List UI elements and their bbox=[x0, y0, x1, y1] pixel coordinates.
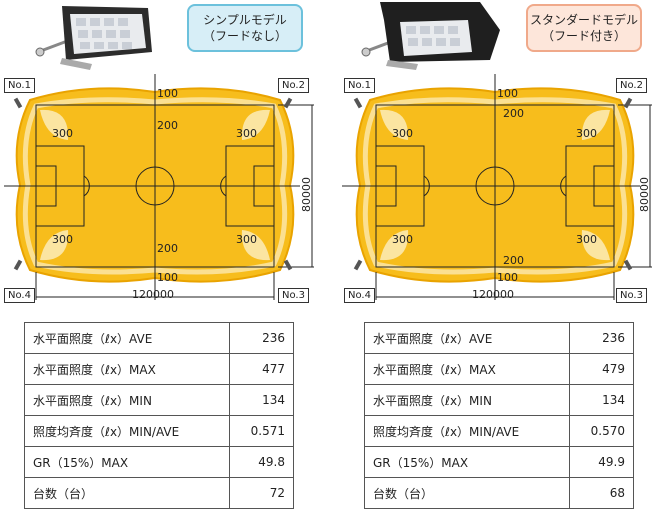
contour-label: 100 bbox=[497, 87, 518, 100]
floodlight-with-hood-icon bbox=[361, 2, 500, 70]
corner-label-no1: No.1 bbox=[344, 78, 375, 93]
badge-subtitle: （フードなし） bbox=[202, 29, 287, 43]
corner-label-no4: No.4 bbox=[4, 288, 35, 303]
contour-label: 300 bbox=[236, 233, 257, 246]
table-row: 台数（台）72 bbox=[24, 477, 295, 509]
corner-label-no3: No.3 bbox=[616, 288, 647, 303]
contour-label: 200 bbox=[503, 254, 524, 267]
standard-model-panel: スタンダードモデル （フード付き） No.1 No.2 No.3 No.4 10… bbox=[340, 0, 660, 509]
contour-label: 100 bbox=[157, 271, 178, 284]
contour-label: 300 bbox=[236, 127, 257, 140]
width-dimension: 120000 bbox=[132, 288, 174, 301]
contour-label: 200 bbox=[157, 119, 178, 132]
badge-title: シンプルモデル bbox=[203, 13, 287, 27]
contour-label: 300 bbox=[392, 127, 413, 140]
simple-model-badge: シンプルモデル （フードなし） bbox=[187, 4, 303, 52]
contour-label: 200 bbox=[157, 242, 178, 255]
contour-label: 300 bbox=[52, 233, 73, 246]
height-dimension: 80000 bbox=[638, 177, 651, 212]
badge-title: スタンダードモデル bbox=[529, 13, 638, 27]
corner-label-no2: No.2 bbox=[616, 78, 647, 93]
corner-label-no1: No.1 bbox=[4, 78, 35, 93]
badge-subtitle: （フード付き） bbox=[541, 29, 626, 43]
height-dimension: 80000 bbox=[300, 177, 313, 212]
corner-label-no4: No.4 bbox=[344, 288, 375, 303]
contour-label: 200 bbox=[503, 107, 524, 120]
simple-model-field-diagram bbox=[4, 6, 314, 300]
contour-label: 300 bbox=[576, 233, 597, 246]
table-row: 台数（台）68 bbox=[364, 477, 635, 509]
corner-label-no3: No.3 bbox=[278, 288, 309, 303]
width-dimension: 120000 bbox=[472, 288, 514, 301]
contour-label: 300 bbox=[392, 233, 413, 246]
standard-model-badge: スタンダードモデル （フード付き） bbox=[526, 4, 642, 52]
contour-label: 100 bbox=[157, 87, 178, 100]
simple-model-panel: シンプルモデル （フードなし） No.1 No.2 No.3 No.4 100 … bbox=[4, 4, 314, 509]
contour-label: 300 bbox=[52, 127, 73, 140]
contour-label: 300 bbox=[576, 127, 597, 140]
standard-model-field-diagram bbox=[342, 2, 652, 300]
contour-label: 100 bbox=[497, 271, 518, 284]
floodlight-icon bbox=[35, 6, 152, 70]
corner-label-no2: No.2 bbox=[278, 78, 309, 93]
